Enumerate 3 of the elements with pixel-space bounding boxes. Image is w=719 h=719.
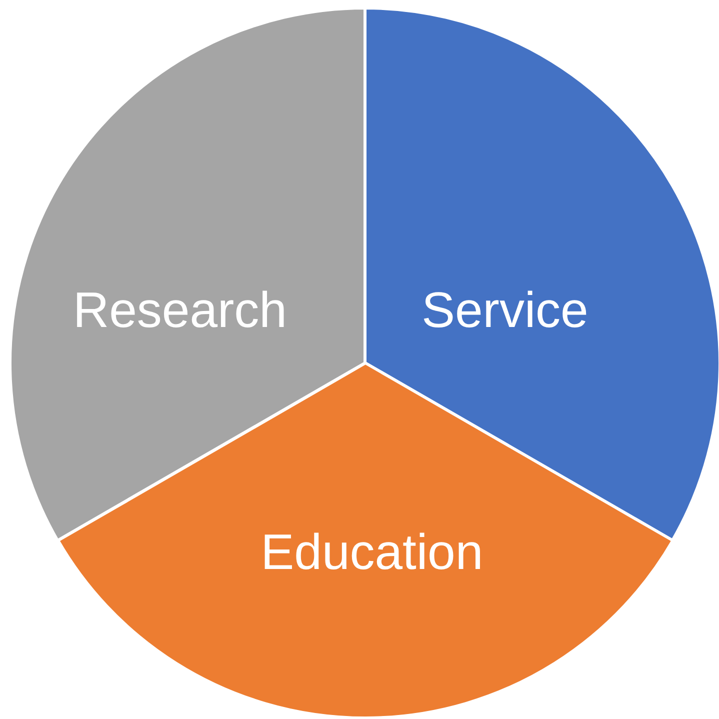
segment-label: Education xyxy=(260,523,484,581)
segment-label: Research xyxy=(73,281,287,339)
segment-label: Service xyxy=(422,281,588,339)
